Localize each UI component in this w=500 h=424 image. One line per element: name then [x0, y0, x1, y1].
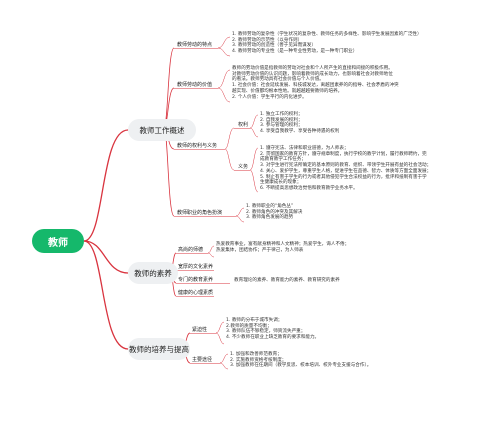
branch-training[interactable]: 教师的培养与提高	[128, 338, 190, 360]
sub-culture[interactable]: 宽厚的文化素养	[178, 264, 214, 270]
leaf-line: 4. 关心、爱护学生，尊重学生人格，促进学生在品德、智力、体质等方面全面发展；	[260, 168, 432, 174]
leaf-paths: 1. 加强和改善师范教育； 2. 实施教师资格考核制度； 3. 加强教师在任期间…	[230, 352, 371, 369]
leaf-line: 3. 教师角色发展的趋势	[246, 215, 294, 221]
leaf-duties: 1. 遵守宪法、法律和职业道德，为人师表； 2. 贯彻国家的教育方针，遵守规章制…	[260, 146, 431, 192]
connector-root-literacy	[83, 240, 129, 274]
leaf-line: 3. 对学生进行宪法所确定的基本原则的教育、组织、带领学生开展有益的社会活动；	[260, 163, 432, 169]
connector-root-overview	[83, 129, 129, 242]
sub-rights-duties[interactable]: 教师的权利与义务	[177, 143, 218, 149]
leaf-line: 3. 教师劳动的创造性（善于见异而谋发）	[232, 43, 316, 49]
leaf-line: 热爱集体，团结协作；严于律己，为人师表	[216, 247, 304, 253]
branch-literacy[interactable]: 教师的素养	[128, 262, 178, 284]
leaf-line: 3. 教师队伍不够稳定，师资流失严重；	[226, 329, 306, 335]
sub-work-value[interactable]: 教师劳动的价值	[177, 82, 213, 88]
leaf-line: 4. 教师劳动的专业性（是一种专业性劳动，是一种专门职业）	[232, 49, 358, 55]
leaf-line: 教师的劳动价值是指教师的劳动对社会和个人所产生的直接和间接的积极作用。	[232, 66, 393, 71]
leaf-line: 2. 个人价值：学生平行的内化进步。	[232, 94, 307, 100]
leaf-line: 成教育教学工作任务；	[260, 157, 306, 163]
leaf-line: 1. 独立工作的权利；	[260, 112, 303, 117]
leaf-line: 对教师劳动价值的认识问题，影响着教师的成长动力，也影响着社会对教师地位	[232, 71, 393, 77]
leaf-role-play: 1. 教师职业的“角色丛” 2. 教师角色的冲突及其解决 3. 教师角色发展的趋…	[246, 204, 302, 221]
leaf-line: 3. 参与管理的权利；	[260, 123, 303, 129]
leaf-line: 3. 加强教师在任期间（教学反思、校本培训、校外专业支援与合作）。	[230, 363, 372, 369]
leaf-line: 2. 教师角色的冲突及其解决	[246, 209, 303, 215]
connector-overview-1	[163, 47, 175, 129]
leaf-line: 5. 制止有害于学生的行为或者其他侵犯学生合法权益的行为，批评和抵制有害于学	[260, 174, 427, 180]
leaf-line: 2. 贯彻国家的教育方针，遵守规章制度，执行学校的教学计划，履行教师聘约，完	[260, 151, 427, 157]
leaf-line: 6. 不断提高思想政治觉悟和教育教学业务水平。	[260, 186, 358, 192]
root-node[interactable]: 教师	[32, 229, 84, 253]
leaf-line: 2. 实施教师资格考核制度；	[230, 357, 287, 363]
sub-ethics[interactable]: 高尚的师德	[178, 247, 204, 253]
leaf-line: 2. 教师劳动的示范性（以身作则）	[232, 37, 303, 43]
leaf-line: 生健康成长的现象；	[260, 180, 302, 186]
leaf-work-traits: 1. 教师劳动的复杂性（学生状况的复杂性、教师任务的多样性、影响学生发展因素的广…	[232, 32, 422, 55]
sub-role-play[interactable]: 教师职业的角色扮演	[177, 210, 223, 216]
leaf-edu-literacy: 教育理论的素养、教育能力的素养、教育研究的素养	[234, 278, 340, 284]
group-duties[interactable]: 义务	[238, 164, 249, 170]
sub-paths[interactable]: 主要途径	[192, 357, 213, 363]
group-rights[interactable]: 权利	[238, 122, 249, 128]
connector-root-training	[83, 240, 129, 350]
leaf-line: 4. 享受自我教学、享受各种待遇的权利	[260, 129, 340, 135]
leaf-line: 热爱教育事业，富有献身精神和人文精神；热爱学生，诲人不倦；	[216, 242, 350, 247]
leaf-line: 2.教师的质量不均衡；	[226, 323, 272, 329]
leaf-line: 2. 自我发展的权利；	[260, 117, 303, 123]
branch-overview[interactable]: 教师工作概述	[128, 119, 196, 141]
leaf-ethics: 热爱教育事业，富有献身精神和人文精神；热爱学生，诲人不倦； 热爱集体，团结协作；…	[216, 242, 349, 253]
sub-work-traits[interactable]: 教师劳动的特点	[177, 42, 213, 48]
leaf-work-value: 教师的劳动价值是指教师的劳动对社会和个人所产生的直接和间接的积极作用。 对教师劳…	[232, 66, 399, 100]
leaf-line: 越实现、价值都均根本性地。就越越越要教师的培养。	[232, 88, 343, 94]
leaf-line: 1. 社会价值：社会延续发展、科技城发达，离越团素养的的指导、社会矛盾的冲突	[232, 83, 399, 89]
leaf-line: 的看法。教师劳动具有社会价值与个人价值。	[232, 77, 324, 83]
leaf-line: 1. 教师劳动的复杂性（学生状况的复杂性、教师任务的多样性、影响学生发展因素的广…	[232, 32, 422, 37]
leaf-line: 1. 遵守宪法、法律和职业道德，为人师表；	[260, 146, 349, 151]
leaf-line: 4. 不少教师在职业上缺乏教育的要求和能力。	[226, 335, 320, 341]
sub-mental[interactable]: 健康的心理素质	[178, 290, 214, 296]
leaf-rights: 1. 独立工作的权利； 2. 自我发展的权利； 3. 参与管理的权利； 4. 享…	[260, 112, 339, 135]
sub-urgency[interactable]: 紧迫性	[192, 327, 208, 333]
leaf-line: 1. 教师职业的“角色丛”	[246, 204, 294, 209]
leaf-urgency: 1. 教师的分布于城市失调； 2.教师的质量不均衡； 3. 教师队伍不够稳定，师…	[226, 318, 319, 341]
leaf-line: 教育理论的素养、教育能力的素养、教育研究的素养	[234, 278, 340, 283]
leaf-line: 1. 教师的分布于城市失调；	[226, 318, 283, 323]
leaf-line: 1. 加强和改善师范教育；	[230, 352, 282, 357]
sub-edu-literacy[interactable]: 专门的教育素养	[178, 277, 214, 283]
